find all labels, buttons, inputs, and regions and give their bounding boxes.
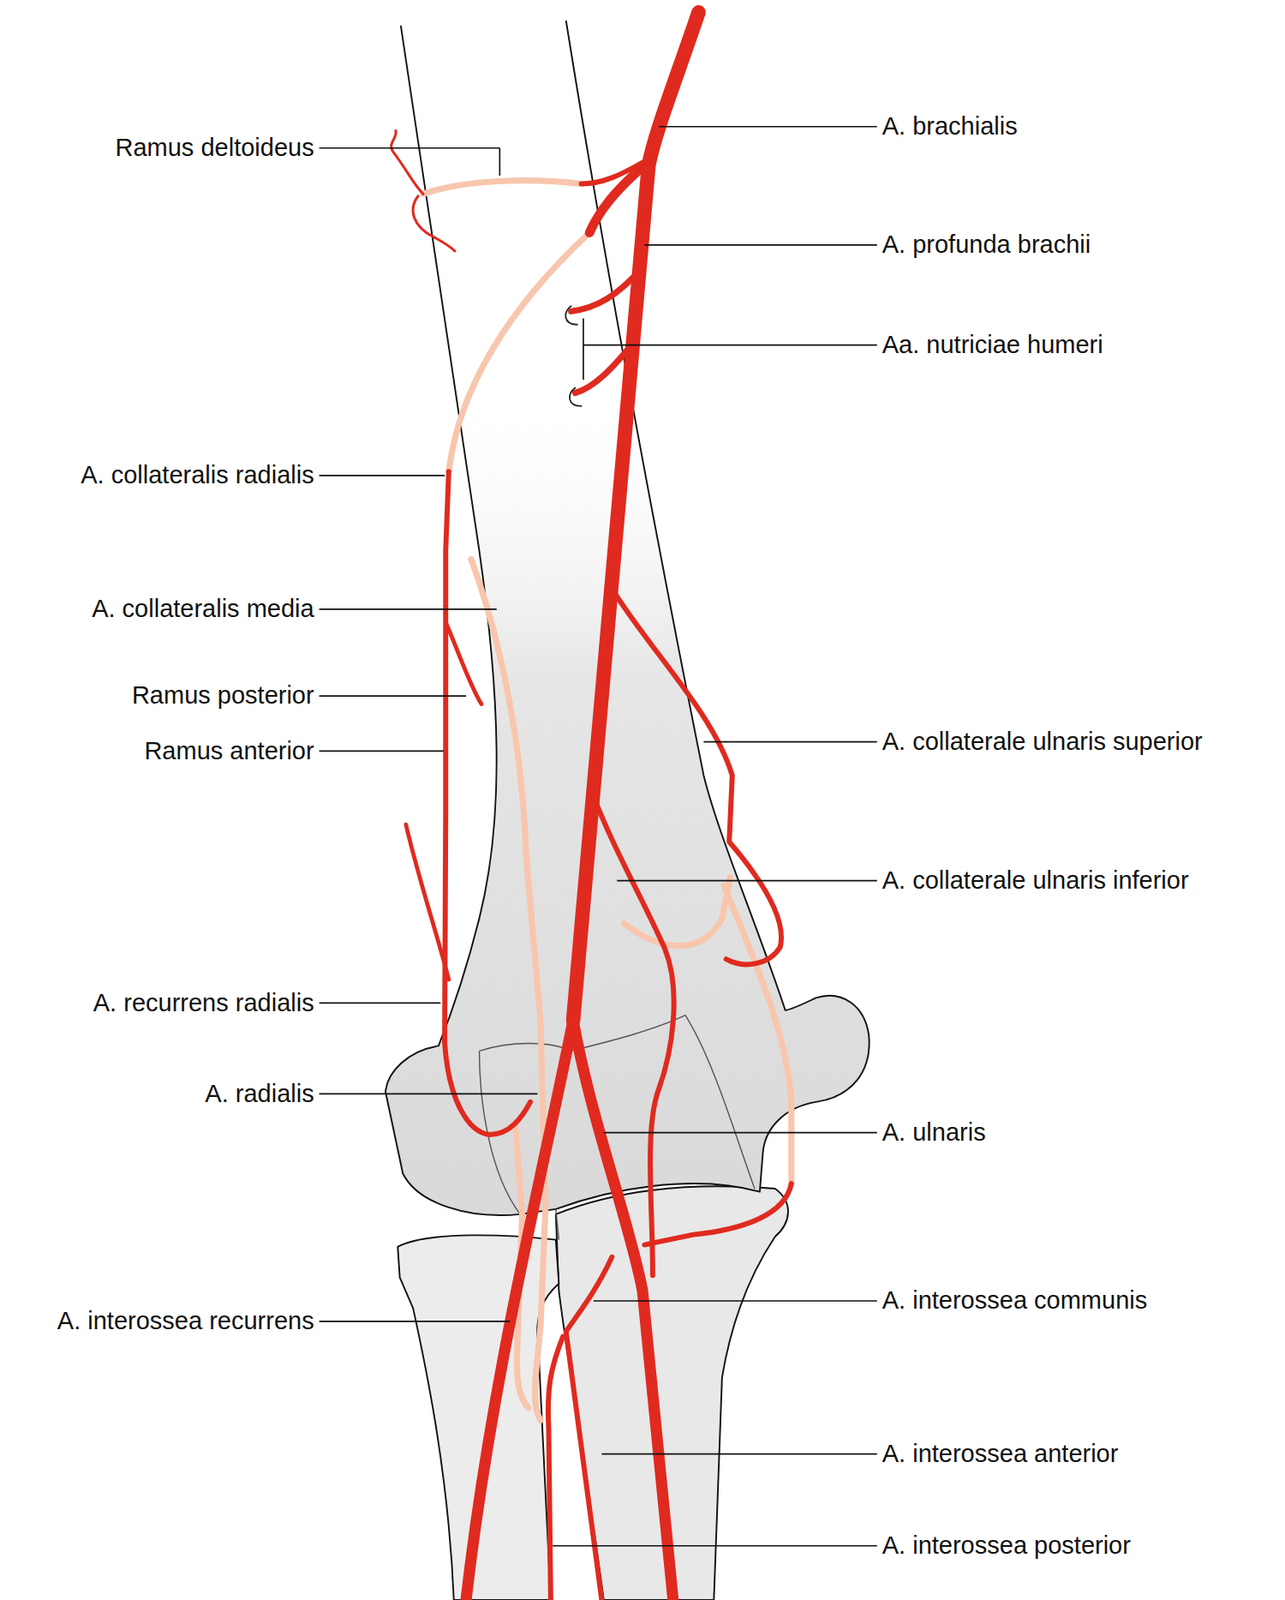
anatomy-label: A. collateralis radialis [80, 460, 314, 490]
bones [385, 20, 870, 1600]
leader-line [616, 879, 878, 882]
leader-line [319, 608, 497, 610]
leader-line [658, 125, 878, 128]
anatomy-label: Aa. nutriciae humeri [882, 330, 1104, 359]
leader-line [319, 474, 445, 477]
leader-line [319, 147, 501, 150]
anatomy-label: Ramus anterior [143, 736, 314, 766]
a-brachialis [573, 11, 699, 1020]
anatomy-label: Ramus deltoideus [115, 133, 315, 162]
leader-lines [319, 126, 878, 1546]
leader-line [644, 244, 877, 246]
anatomy-label: A. recurrens radialis [93, 988, 315, 1017]
anatomy-label: Ramus posterior [131, 681, 315, 710]
anatomy-label: A. interossea anterior [882, 1439, 1119, 1468]
r-deltoideus [581, 161, 646, 184]
a-recurrens-ulnaris [644, 1183, 791, 1244]
leader-line [552, 1544, 878, 1547]
leader-line [583, 344, 878, 347]
a-interossea [548, 1256, 612, 1600]
a-collateralis-radialis [444, 471, 531, 1135]
leader-line [603, 1131, 878, 1134]
leader-line [319, 1320, 511, 1322]
anatomy-label: A. interossea recurrens [57, 1306, 315, 1335]
leader-line [319, 1002, 442, 1005]
anatomy-label: A. ulnaris [882, 1117, 987, 1147]
a-coll-uln-sup [614, 591, 782, 965]
leader-line [319, 750, 444, 753]
aa-nutriciae [571, 267, 643, 393]
a-coll-uln-inf [589, 785, 675, 1275]
leader-line [319, 1093, 538, 1095]
leader-line [601, 1452, 877, 1455]
anatomy-label: A. collaterale ulnaris inferior [882, 866, 1190, 895]
anatomy-label: A. radialis [204, 1079, 314, 1108]
leader-line [319, 694, 467, 697]
arteries [391, 11, 792, 1599]
deep-arteries [423, 180, 792, 1421]
r-anterior-twig [406, 824, 449, 980]
nutricia-hooks [565, 305, 581, 407]
leader-bracket [582, 318, 585, 380]
anatomy-label: A. collaterale ulnaris superior [882, 727, 1203, 756]
anatomy-label: A. interossea posterior [882, 1530, 1131, 1560]
anatomy-label: A. collateralis media [91, 594, 315, 623]
leader-line [703, 741, 877, 743]
anatomy-label: A. brachialis [882, 112, 1018, 141]
anatomy-label: A. profunda brachii [882, 230, 1091, 259]
anatomy-label: A. interossea communis [882, 1285, 1148, 1315]
leader-bracket [498, 148, 501, 176]
a-radialis [466, 1020, 574, 1600]
r-posterior [446, 624, 481, 705]
leader-line [593, 1299, 878, 1302]
